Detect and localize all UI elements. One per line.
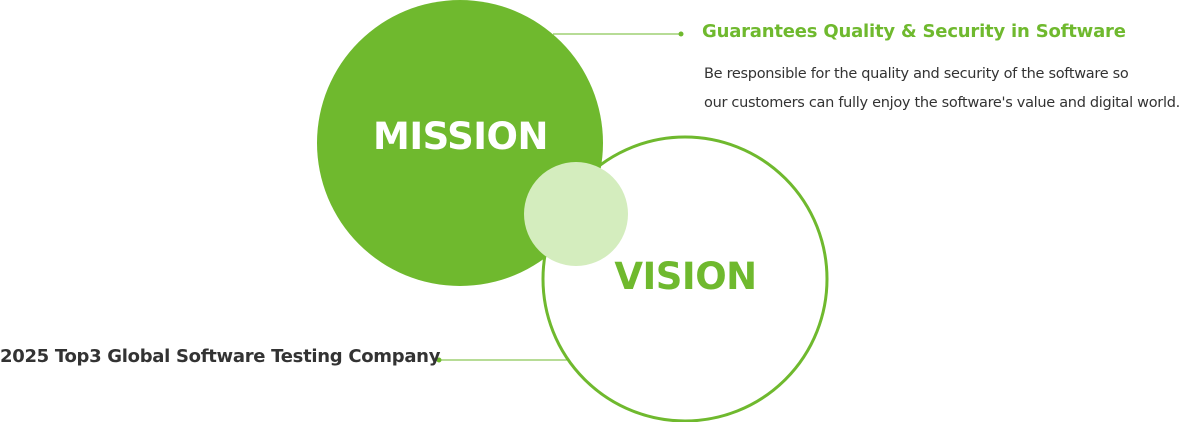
vision-circle bbox=[541, 135, 829, 422]
vision-label: VISION bbox=[614, 255, 757, 298]
overlap-circle bbox=[524, 162, 628, 266]
vision-statement: 2025 Top3 Global Software Testing Compan… bbox=[0, 346, 441, 367]
mission-description: Be responsible for the quality and secur… bbox=[704, 60, 1180, 118]
mission-connector-dot bbox=[678, 31, 684, 37]
vision-connector-dot bbox=[436, 357, 442, 363]
mission-description-line: our customers can fully enjoy the softwa… bbox=[704, 95, 1180, 111]
mission-description-line: Be responsible for the quality and secur… bbox=[704, 66, 1129, 82]
mission-label: MISSION bbox=[373, 115, 548, 158]
mission-heading: Guarantees Quality & Security in Softwar… bbox=[702, 21, 1126, 42]
